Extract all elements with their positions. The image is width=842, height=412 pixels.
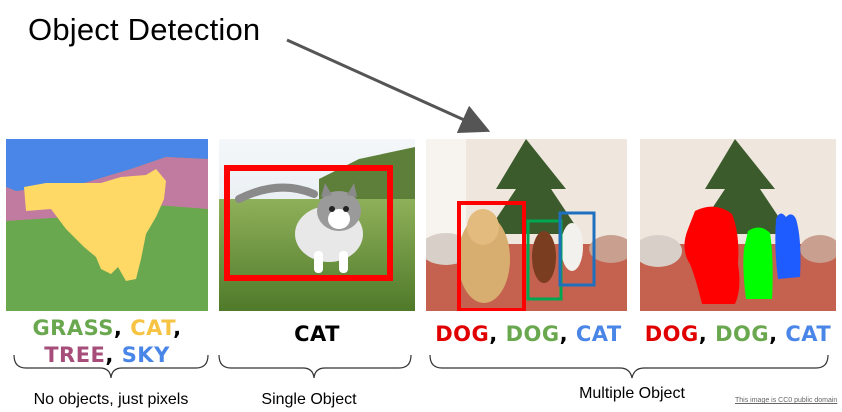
semantic-label-0: GRASS <box>32 316 114 340</box>
detection-label-1: , <box>489 322 506 346</box>
detection-labels: DOG, DOG, CAT <box>426 322 631 346</box>
instance-label-1: , <box>698 322 716 346</box>
semantic-label-1: , <box>113 316 131 340</box>
semantic-label-2-1: , <box>105 343 122 367</box>
brace-no-objects <box>13 354 209 379</box>
semantic-labels: GRASS, CAT, TREE, SKY <box>6 316 208 367</box>
detection-label-0: DOG <box>435 322 490 346</box>
classification-label-0: CAT <box>294 322 340 346</box>
classification-image <box>219 139 415 311</box>
instance-label-2: DOG <box>715 322 770 346</box>
semantic-label-2-2: SKY <box>121 343 170 367</box>
caption-single-object: Single Object <box>261 391 357 408</box>
brace-multiple-object <box>429 354 829 379</box>
image-credit: This image is CC0 public domain <box>735 397 838 404</box>
detection-label-2: DOG <box>505 322 560 346</box>
instance-label-0: DOG <box>644 322 699 346</box>
instance-label-4: CAT <box>785 322 832 346</box>
instance-labels: DOG, DOG, CAT <box>638 322 838 346</box>
detection-label-3: , <box>559 322 576 346</box>
page-title: Object Detection <box>28 12 261 47</box>
semantic-label-2: CAT <box>130 316 174 340</box>
semantic-labels-line1: GRASS, CAT, <box>6 316 208 340</box>
semantic-segmentation-image <box>6 139 208 311</box>
caption-no-objects: No objects, just pixels <box>33 391 189 408</box>
brace-single-object <box>218 354 412 379</box>
detection-image <box>426 139 627 311</box>
semantic-label-2-0: TREE <box>44 343 106 367</box>
instance-label-3: , <box>769 322 786 346</box>
detection-label-4: CAT <box>575 322 622 346</box>
semantic-label-3: , <box>173 316 182 340</box>
classification-labels: CAT <box>219 322 415 346</box>
caption-multiple-object: Multiple Object <box>579 385 685 402</box>
instance-segmentation-image <box>640 139 836 311</box>
semantic-labels-line2: TREE, SKY <box>6 343 208 367</box>
